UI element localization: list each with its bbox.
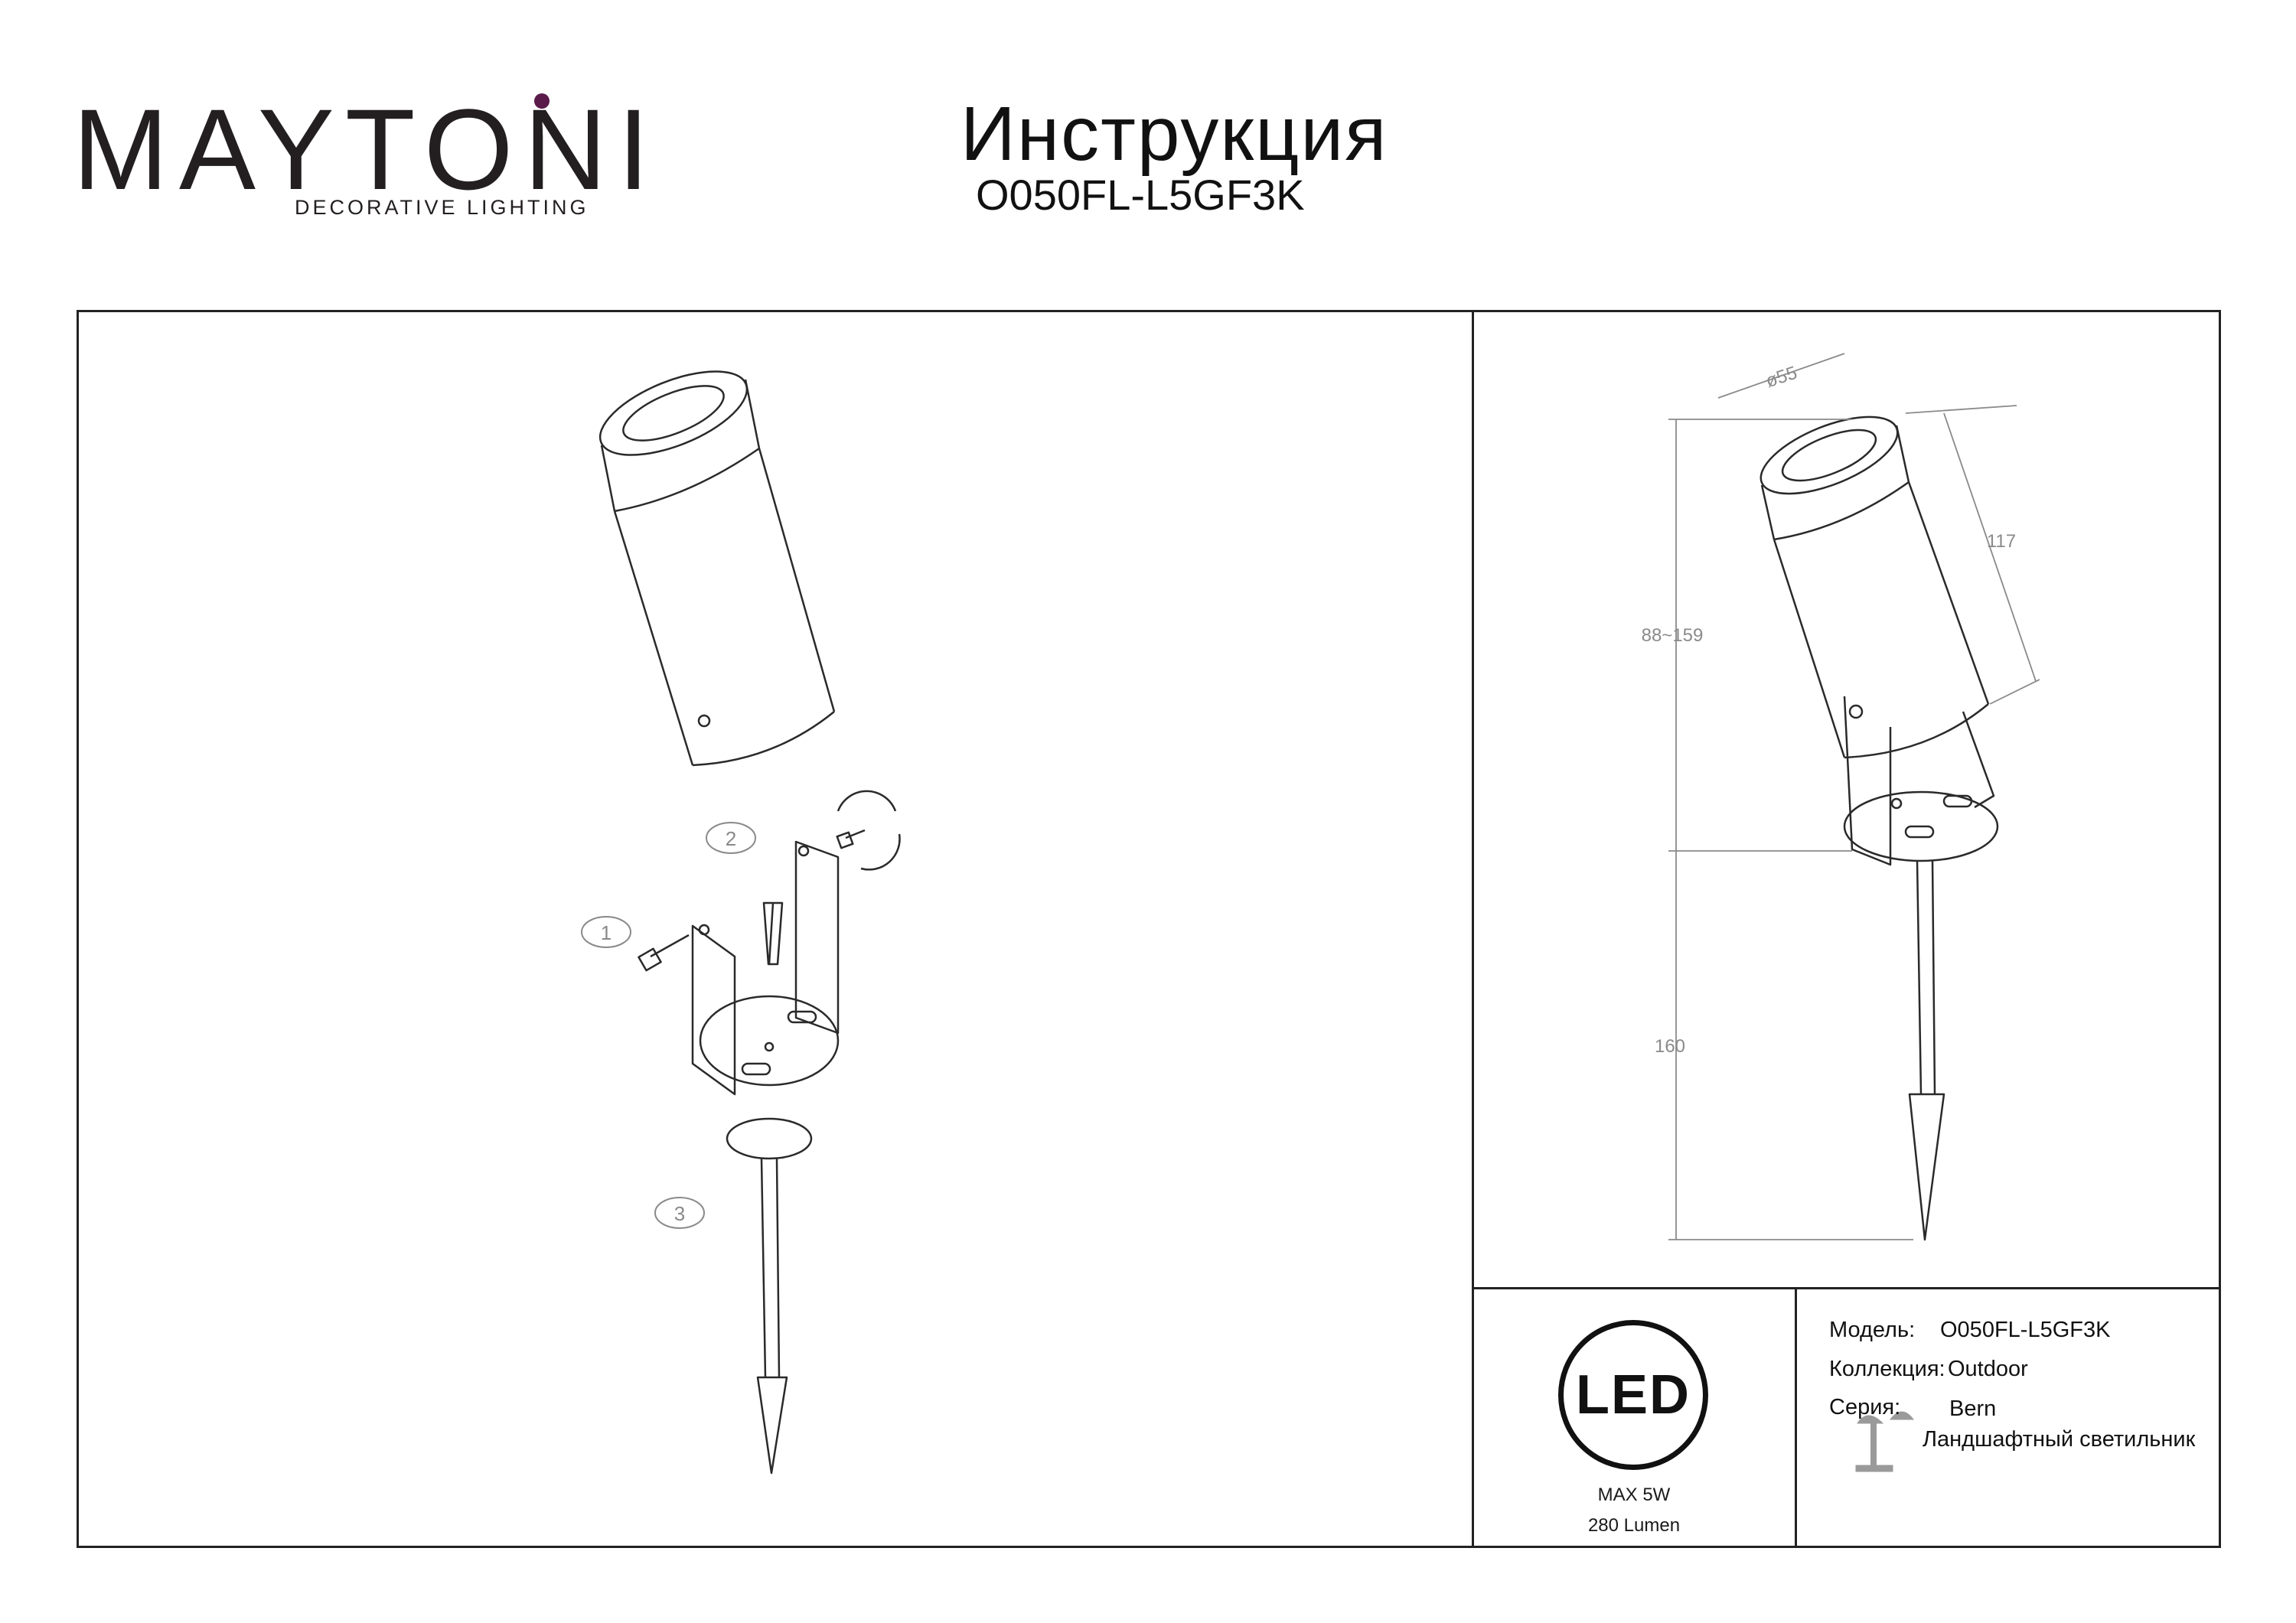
spike-exploded <box>726 1117 813 1475</box>
step-2-label: 2 <box>726 827 736 850</box>
dimension-lines <box>1668 353 2040 1240</box>
lamp-dimension-view <box>1760 416 1999 1241</box>
step-3-label: 3 <box>674 1202 685 1225</box>
info-divider-vertical <box>1795 1287 1797 1548</box>
brand-logo: MAYTONI <box>73 92 660 207</box>
step-1-label: 1 <box>601 921 612 944</box>
spec-series-label: Серия: <box>1829 1395 1901 1419</box>
spec-model-value: O050FL-L5GF3K <box>1940 1318 2111 1342</box>
brand-tagline: DECORATIVE LIGHTING <box>295 196 589 219</box>
page-title: Инструкция <box>960 91 1388 177</box>
model-code: O050FL-L5GF3K <box>976 171 1305 219</box>
led-badge: LED <box>1558 1320 1708 1470</box>
brand-logo-dot <box>534 93 550 109</box>
brand-logo-text: MAYTONI <box>73 85 660 213</box>
led-badge-label: LED <box>1576 1364 1691 1426</box>
led-lumen: 280 Lumen <box>1587 1515 1681 1536</box>
drawing-frame <box>77 310 2221 1548</box>
step-badges <box>581 822 756 1229</box>
spec-collection-label: Коллекция: <box>1829 1357 1945 1381</box>
frame-divider-vertical <box>1472 310 1474 1548</box>
info-divider-horizontal <box>1472 1287 2221 1289</box>
dimension-head-length: 117 <box>1987 531 2016 552</box>
dimension-diameter: ø55 <box>1763 363 1800 392</box>
spec-collection-value: Outdoor <box>1948 1357 2028 1381</box>
bracket-exploded <box>691 840 840 1096</box>
dimension-height-range: 88~159 <box>1642 625 1704 646</box>
dimension-spike-length: 160 <box>1655 1036 1685 1057</box>
spec-series-value: Bern <box>1949 1396 1997 1421</box>
lamp-head-exploded <box>598 370 836 767</box>
landscape-lamp-icon <box>1855 1411 1915 1472</box>
screws <box>638 790 901 972</box>
spec-type-value: Ландшафтный светильник <box>1923 1427 2196 1452</box>
spec-model-label: Модель: <box>1829 1318 1916 1342</box>
led-power: MAX 5W <box>1597 1484 1671 1505</box>
